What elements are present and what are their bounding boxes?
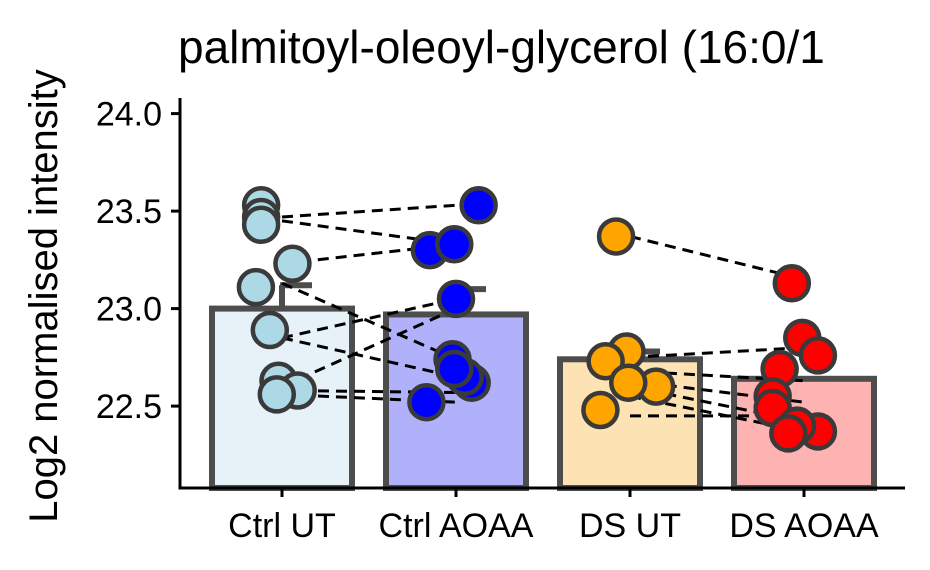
y-tick-label-2: 23.0 [96,291,162,329]
x-tick-label-3: DS UT [579,507,681,545]
y-tick-label-3: 23.5 [96,193,162,231]
point-3-1 [596,217,636,256]
x-tick-label-4: DS AOAA [729,507,879,545]
pair-line-6 [281,336,457,379]
point-2-3 [435,225,474,264]
point-2-8 [435,349,474,389]
pair-line-4 [281,281,457,361]
point-2-4 [436,279,476,319]
point-4-3 [798,336,838,375]
chart-title: palmitoyl-oleoyl-glycerol (16:0/1 [178,21,825,73]
point-2-9 [407,382,446,422]
pair-line-11 [629,346,805,359]
point-3-5 [609,363,648,402]
y-tick-label-4: 24.0 [96,96,162,134]
y-tick-label-1: 22.5 [96,388,162,426]
pair-line-5 [281,297,457,340]
pair-line-10 [629,234,805,281]
x-tick-label-1: Ctrl UT [228,507,336,545]
x-tick-label-2: Ctrl AOAA [379,507,534,545]
point-2-1 [459,186,498,225]
point-1-4 [273,244,312,283]
pair-line-7 [281,307,457,388]
point-1-6 [250,310,290,350]
point-1-5 [236,267,276,307]
point-4-1 [772,264,812,303]
point-4-9 [769,414,808,453]
point-1-9 [257,375,297,414]
point-3-6 [581,390,620,430]
point-1-3 [241,205,281,244]
y-axis-label: Log2 normalised intensity [22,69,66,523]
pair-line-1 [281,203,457,219]
